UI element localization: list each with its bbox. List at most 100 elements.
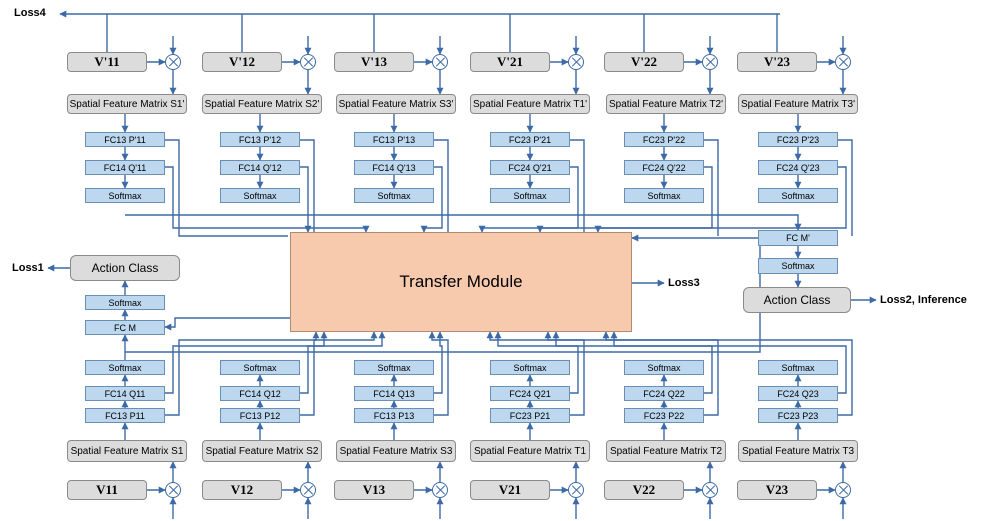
bottom-softmax-box: Softmax (85, 360, 165, 375)
bottom-fc-q-box: FC14 Q13 (354, 386, 434, 401)
top-fc-p-box: FC23 P'21 (490, 132, 570, 147)
top-softmax-box: Softmax (220, 188, 300, 203)
top-fc-q-box: FC24 Q'22 (624, 160, 704, 175)
multiply-icon (702, 482, 718, 498)
right-fc-m-prime-box: FC M' (758, 230, 838, 246)
top-feature-v-box: V'23 (737, 52, 817, 72)
transfer-to-fc-m-wire (164, 317, 290, 331)
bottom-feature-v-box: V11 (67, 480, 147, 500)
right-action-class-box: Action Class (743, 287, 851, 313)
top-feature-v-box: V'22 (604, 52, 684, 72)
top-spatial-matrix-box: Spatial Feature Matrix S2' (202, 94, 322, 114)
top-softmax-box: Softmax (758, 188, 838, 203)
left-softmax-box: Softmax (85, 295, 165, 310)
fc-p-to-transfer-wire (704, 139, 719, 236)
top-fc-p-box: FC23 P'23 (758, 132, 838, 147)
bottom-fc-q-box: FC24 Q23 (758, 386, 838, 401)
fc-p-to-transfer-wire (165, 331, 320, 416)
fc-p-to-transfer-wire (838, 139, 853, 236)
top-fc-p-box: FC13 P'13 (354, 132, 434, 147)
top-fc-q-box: FC14 Q'13 (354, 160, 434, 175)
bottom-feature-v-box: V23 (737, 480, 817, 500)
multiply-icon (835, 482, 851, 498)
bottom-feature-v-box: V12 (202, 480, 282, 500)
multiply-icon (568, 54, 584, 70)
bottom-fc-q-box: FC24 Q21 (490, 386, 570, 401)
top-spatial-matrix-box: Spatial Feature Matrix T3' (738, 94, 858, 114)
left-action-class-box: Action Class (70, 255, 180, 281)
multiply-icon (165, 54, 181, 70)
top-spatial-matrix-box: Spatial Feature Matrix T2' (606, 94, 726, 114)
fc-q-to-transfer-wire (434, 331, 444, 394)
loss3-label: Loss3 (668, 277, 700, 289)
top-fc-q-box: FC14 Q'12 (220, 160, 300, 175)
top-spatial-matrix-box: Spatial Feature Matrix S3' (336, 94, 456, 114)
top-fc-q-box: FC14 Q'11 (85, 160, 165, 175)
fc-q-to-transfer-wire (420, 166, 443, 233)
top-fc-q-box: FC24 Q'21 (490, 160, 570, 175)
fc-p-to-transfer-wire (602, 331, 853, 416)
bottom-feature-v-box: V13 (334, 480, 414, 500)
softmax-bus-wire (125, 214, 802, 231)
multiply-icon (165, 482, 181, 498)
bottom-spatial-matrix-box: Spatial Feature Matrix S1 (67, 440, 187, 462)
top-softmax-box: Softmax (624, 188, 704, 203)
bottom-softmax-box: Softmax (354, 360, 434, 375)
fc-q-to-transfer-wire (165, 331, 328, 394)
fc-p-to-transfer-wire (434, 139, 449, 236)
top-feature-v-box: V'12 (202, 52, 282, 72)
top-feature-v-box: V'13 (334, 52, 414, 72)
bottom-fc-p-box: FC13 P11 (85, 408, 165, 423)
bottom-fc-q-box: FC24 Q22 (624, 386, 704, 401)
multiply-icon (300, 482, 316, 498)
fc-q-to-transfer-wire (165, 166, 312, 233)
top-spatial-matrix-box: Spatial Feature Matrix T1' (470, 94, 590, 114)
bottom-fc-p-box: FC23 P21 (490, 408, 570, 423)
bottom-fc-p-box: FC13 P13 (354, 408, 434, 423)
top-softmax-box: Softmax (85, 188, 165, 203)
loss4-label: Loss4 (14, 7, 46, 19)
bottom-softmax-box: Softmax (490, 360, 570, 375)
fc-p-to-transfer-wire (165, 139, 288, 237)
bottom-fc-p-box: FC13 P12 (220, 408, 300, 423)
fc-q-to-transfer-wire (610, 331, 847, 394)
top-softmax-box: Softmax (354, 188, 434, 203)
multiply-icon (702, 54, 718, 70)
bottom-softmax-box: Softmax (758, 360, 838, 375)
multiply-icon (568, 482, 584, 498)
left-fc-m-box: FC M (85, 320, 165, 335)
fc-q-to-transfer-wire (300, 331, 386, 394)
bottom-softmax-box: Softmax (220, 360, 300, 375)
top-feature-v-box: V'21 (470, 52, 550, 72)
multiply-icon (835, 54, 851, 70)
bottom-spatial-matrix-box: Spatial Feature Matrix T3 (738, 440, 858, 462)
bottom-feature-v-box: V21 (470, 480, 550, 500)
bottom-softmax-box: Softmax (624, 360, 704, 375)
bottom-fc-q-box: FC14 Q12 (220, 386, 300, 401)
multiply-icon (300, 54, 316, 70)
transfer-module-box: Transfer Module (290, 232, 632, 332)
fc-p-to-transfer-wire (570, 139, 585, 236)
multiply-icon (432, 482, 448, 498)
fc-q-to-transfer-wire (594, 166, 847, 233)
bottom-fc-p-box: FC23 P23 (758, 408, 838, 423)
top-spatial-matrix-box: Spatial Feature Matrix S1' (67, 94, 187, 114)
bottom-spatial-matrix-box: Spatial Feature Matrix T2 (606, 440, 726, 462)
fc-p-to-transfer-wire (300, 331, 378, 416)
multiply-icon (432, 54, 448, 70)
bottom-fc-p-box: FC23 P22 (624, 408, 704, 423)
bottom-fc-q-box: FC14 Q11 (85, 386, 165, 401)
right-softmax-box: Softmax (758, 258, 838, 274)
bottom-spatial-matrix-box: Spatial Feature Matrix S3 (336, 440, 456, 462)
top-fc-p-box: FC13 P'11 (85, 132, 165, 147)
fc-p-to-transfer-wire (428, 331, 449, 416)
top-fc-p-box: FC13 P'12 (220, 132, 300, 147)
top-fc-p-box: FC23 P'22 (624, 132, 704, 147)
top-feature-v-box: V'11 (67, 52, 147, 72)
fc-p-to-transfer-wire (300, 139, 315, 236)
loss1-label: Loss1 (12, 262, 44, 274)
bottom-spatial-matrix-box: Spatial Feature Matrix S2 (202, 440, 322, 462)
fc-q-to-transfer-wire (300, 166, 370, 233)
